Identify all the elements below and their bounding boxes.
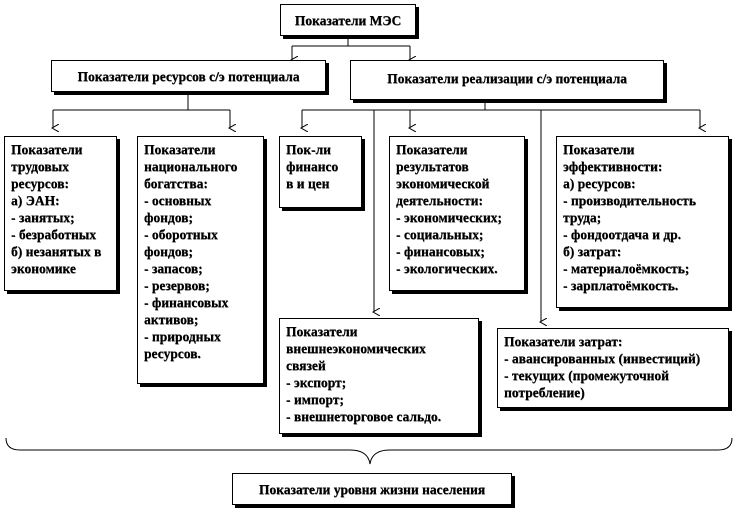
labor-line: б) незанятых в bbox=[11, 244, 102, 259]
labor-line: - безработных bbox=[11, 227, 96, 242]
efficiency-line: - зарплатоёмкость. bbox=[563, 278, 679, 293]
wealth-line: Показатели bbox=[144, 142, 216, 157]
foreign-line: связей bbox=[286, 358, 326, 373]
efficiency-line: б) затрат: bbox=[563, 244, 622, 259]
wealth-line: ресурсов. bbox=[144, 346, 201, 361]
wealth-line: национального bbox=[144, 159, 238, 174]
results-line: - экономических; bbox=[396, 210, 502, 225]
results-line: Показатели bbox=[396, 142, 468, 157]
results-line: - финансовых; bbox=[396, 244, 485, 259]
wealth-line: богатства: bbox=[144, 176, 208, 191]
summary-brace bbox=[5, 437, 733, 465]
economic-results-box: Показатели результатов экономической дея… bbox=[389, 136, 525, 291]
results-line: деятельности: bbox=[396, 193, 483, 208]
wealth-line: фондов; bbox=[144, 244, 193, 259]
labor-line: экономике bbox=[11, 261, 76, 276]
results-line: результатов bbox=[396, 159, 469, 174]
foreign-line: - импорт; bbox=[286, 392, 344, 407]
foreign-line: - внешнеторговое сальдо. bbox=[286, 409, 442, 424]
labor-line: трудовых bbox=[11, 159, 69, 174]
results-line: экономической bbox=[396, 176, 490, 191]
efficiency-line: труда; bbox=[563, 210, 602, 225]
foreign-line: - экспорт; bbox=[286, 375, 347, 390]
wealth-line: - запасов; bbox=[144, 261, 203, 276]
wealth-line: - финансовых bbox=[144, 295, 229, 310]
wealth-line: - оборотных bbox=[144, 227, 218, 242]
efficiency-line: - материалоёмкость; bbox=[563, 261, 690, 276]
labor-line: Показатели bbox=[11, 142, 83, 157]
costs-line: - текущих (промежуточной bbox=[504, 368, 669, 383]
wealth-line: фондов; bbox=[144, 210, 193, 225]
efficiency-line: Показатели bbox=[563, 142, 635, 157]
costs-box: Показатели затрат: - авансированных (инв… bbox=[497, 328, 729, 408]
living-standard-box: Показатели уровня жизни населения bbox=[232, 473, 512, 505]
efficiency-line: а) ресурсов: bbox=[563, 176, 636, 191]
wealth-line: - природных bbox=[144, 329, 221, 344]
realization-title: Показатели реализации с/э потенциала bbox=[387, 71, 627, 86]
labor-line: ресурсов: bbox=[11, 176, 69, 191]
wealth-line: - резервов; bbox=[144, 278, 210, 293]
costs-line: Показатели затрат: bbox=[504, 334, 623, 349]
connector-lines bbox=[5, 36, 733, 465]
foreign-line: внешнеэкономических bbox=[286, 341, 426, 356]
costs-line: потребление) bbox=[504, 385, 585, 400]
efficiency-box: Показатели эффективности: а) ресурсов: -… bbox=[556, 136, 729, 308]
finance-line: в и цен bbox=[286, 176, 330, 191]
finance-line: Пок-ли bbox=[286, 142, 331, 157]
labor-resources-box: Показатели трудовых ресурсов: а) ЭАН: - … bbox=[4, 136, 117, 291]
finance-line: финансо bbox=[286, 159, 339, 174]
results-line: - экологических. bbox=[396, 261, 498, 276]
costs-line: - авансированных (инвестиций) bbox=[504, 351, 701, 366]
foreign-line: Показатели bbox=[286, 324, 358, 339]
root-title: Показатели МЭС bbox=[294, 13, 402, 28]
labor-line: - занятых; bbox=[11, 210, 75, 225]
national-wealth-box: Показатели национального богатства: - ос… bbox=[137, 136, 264, 384]
resources-indicator-box: Показатели ресурсов с/э потенциала bbox=[51, 60, 326, 92]
resources-title: Показатели ресурсов с/э потенциала bbox=[77, 69, 300, 84]
wealth-line: активов; bbox=[144, 312, 199, 327]
results-line: - социальных; bbox=[396, 227, 484, 242]
finance-prices-box: Пок-ли финансо в и цен bbox=[279, 136, 362, 208]
realization-indicator-box: Показатели реализации с/э потенциала bbox=[350, 60, 664, 100]
efficiency-line: эффективности: bbox=[563, 159, 663, 174]
foreign-economic-box: Показатели внешнеэкономических связей - … bbox=[279, 318, 479, 434]
labor-line: а) ЭАН: bbox=[11, 193, 60, 208]
wealth-line: - основных bbox=[144, 193, 212, 208]
root-indicator-box: Показатели МЭС bbox=[280, 4, 416, 36]
living-standard-title: Показатели уровня жизни населения bbox=[258, 482, 486, 497]
efficiency-line: - производительность bbox=[563, 193, 696, 208]
efficiency-line: - фондоотдача и др. bbox=[563, 227, 681, 242]
